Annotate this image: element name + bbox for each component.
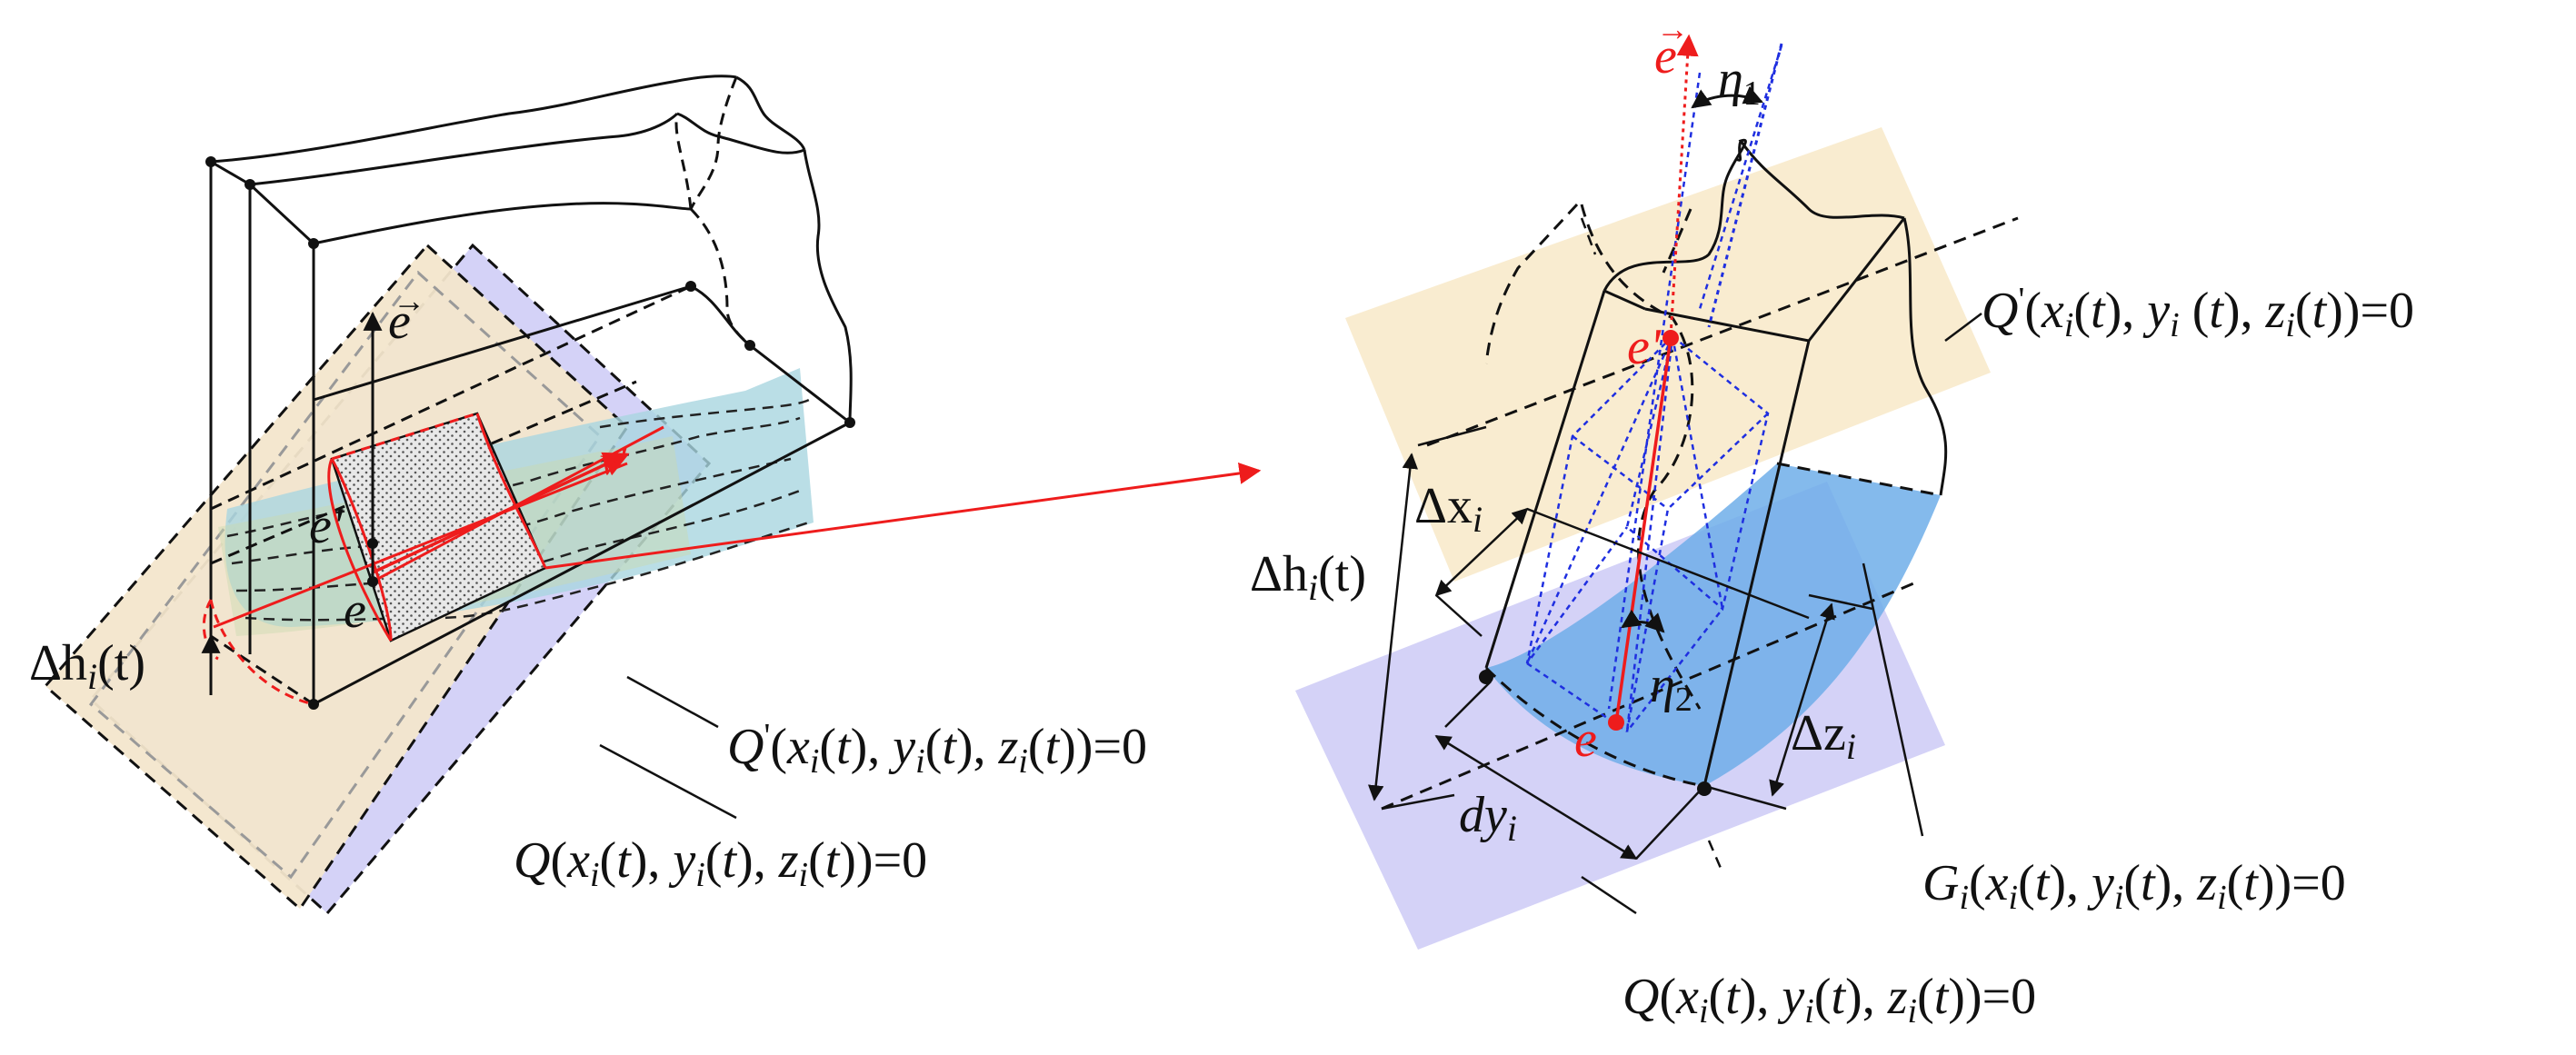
left-vec-e-label: e xyxy=(388,294,411,350)
left-leader-lines xyxy=(599,675,737,820)
right-e-prime-label: e' xyxy=(1627,319,1662,375)
eta1-label: η1 xyxy=(1718,51,1761,113)
left-e-prime-label: e' xyxy=(309,498,344,554)
eta2-label: η2 xyxy=(1650,657,1692,719)
right-delta-h-label: Δhi(t) xyxy=(1250,546,1366,608)
blue-dotted-element xyxy=(1525,45,1783,733)
left-q-equation: Q(xi(t), yi(t), zi(t))=0 xyxy=(514,832,927,894)
delta-x-label: Δxi xyxy=(1414,478,1483,540)
v-prime-arrow xyxy=(372,452,630,574)
point-e xyxy=(367,576,378,587)
right-vec-e-label: e xyxy=(1654,28,1677,85)
eta2-arc xyxy=(1621,609,1665,633)
point-e-prime xyxy=(367,538,378,549)
left-delta-h-label: Δhi(t) xyxy=(29,635,145,697)
point-e-right xyxy=(1608,714,1624,731)
red-e-axis xyxy=(1669,34,1699,337)
dy-label: dyi xyxy=(1459,787,1517,849)
delta-z-dim xyxy=(1769,602,1835,797)
left-e-label: e xyxy=(344,582,366,639)
delta-z-label: Δzi xyxy=(1791,705,1856,767)
zoom-arrow xyxy=(544,463,1262,570)
right-vec-e-arrow-glyph: → xyxy=(1656,11,1689,47)
left-vec-e-arrow-glyph: → xyxy=(393,283,425,319)
red-e-segment xyxy=(1614,337,1672,723)
blue-axis-line xyxy=(1707,43,1783,328)
plane-inner-outline xyxy=(88,270,602,880)
dimension-lines xyxy=(1367,217,1873,873)
left-figure: Δhi(t) e → e' e v' Q'(xi(t), yi(t), zi(t… xyxy=(29,75,1262,916)
left-q-prime-equation: Q'(xi(t), yi(t), zi(t))=0 xyxy=(727,717,1147,781)
surface-g xyxy=(1486,463,1941,786)
eta1-arc xyxy=(1691,85,1763,109)
left-v-prime-label: v' xyxy=(600,439,628,483)
vertex-left-right xyxy=(1479,670,1493,684)
right-q-prime-equation: Q'(xi(t), yi (t), zi(t))=0 xyxy=(1982,281,2414,344)
right-e-label: e xyxy=(1574,712,1597,768)
right-g-equation: Gi(xi(t), yi(t), zi(t))=0 xyxy=(1922,855,2346,917)
right-figure: e → η1 e' e η2 Δxi Δhi(t) Δzi dyi Q'(xi(… xyxy=(1250,11,2414,1030)
band-wave-lines xyxy=(226,398,810,622)
right-q-equation: Q(xi(t), yi(t), zi(t))=0 xyxy=(1622,969,2036,1030)
delta-h-dim xyxy=(1367,453,1419,801)
prism-outline xyxy=(1484,138,1948,787)
vertex-bottom-right xyxy=(1697,781,1712,796)
point-e-prime-right xyxy=(1662,330,1679,346)
box-vertices xyxy=(205,156,855,710)
right-leader-lines xyxy=(1581,313,1982,915)
dy-dim xyxy=(1434,734,1638,861)
